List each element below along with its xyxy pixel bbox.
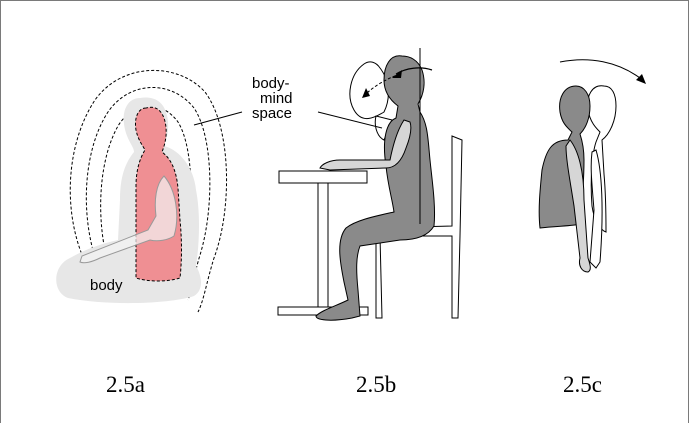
desk-leg bbox=[318, 183, 328, 307]
desk-top bbox=[279, 171, 367, 183]
panel-2-5c bbox=[539, 60, 646, 272]
slump-arrowhead bbox=[636, 74, 646, 84]
caption-2-5a: 2.5a bbox=[106, 372, 145, 397]
caption-2-5b: 2.5b bbox=[356, 372, 396, 397]
body-label: body bbox=[90, 277, 123, 294]
body-mind-pointer-a bbox=[194, 112, 242, 125]
slump-arc-arrow bbox=[560, 60, 640, 78]
caption-2-5c: 2.5c bbox=[563, 372, 602, 397]
body-mind-label-line3: space bbox=[252, 105, 292, 122]
ghost-head-b bbox=[350, 62, 388, 119]
panel-2-5a: body bbox=[56, 70, 242, 312]
panel-2-5b: body- mind space bbox=[252, 48, 462, 320]
